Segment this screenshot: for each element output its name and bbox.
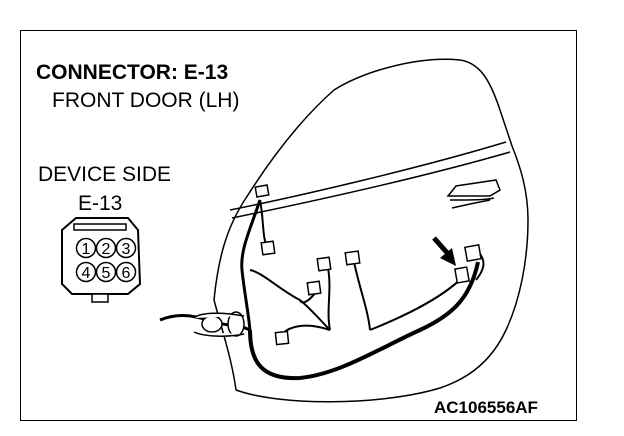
connector-pin-1 xyxy=(75,237,97,259)
connector-pin-4 xyxy=(75,261,97,283)
connector-pin-6 xyxy=(115,261,137,283)
device-side-label: DEVICE SIDE xyxy=(38,163,172,186)
connector-title: CONNECTOR: E-13 xyxy=(36,61,229,84)
figure-frame xyxy=(20,30,577,421)
connector-pin-5 xyxy=(95,261,117,283)
connector-pin-label: 1 xyxy=(82,241,91,258)
connector-pin-label: 3 xyxy=(122,241,131,258)
device-code-label: E-13 xyxy=(78,192,123,215)
location-subtitle: FRONT DOOR (LH) xyxy=(52,89,240,112)
door-outline xyxy=(213,58,529,403)
connector-pin-label: 6 xyxy=(122,265,131,282)
target-connector-e13 xyxy=(454,244,485,284)
connector-pin-label: 5 xyxy=(102,265,111,282)
connector-pin-label: 4 xyxy=(82,265,91,282)
figure-code: AC106556AF xyxy=(434,398,538,417)
pointer-arrow-icon xyxy=(432,236,456,266)
connector-pin-2 xyxy=(95,237,117,259)
connector-pin-3 xyxy=(115,237,137,259)
door-grommet xyxy=(193,311,245,337)
connector-pin-label: 2 xyxy=(102,241,111,258)
harness-connectors xyxy=(254,184,361,346)
